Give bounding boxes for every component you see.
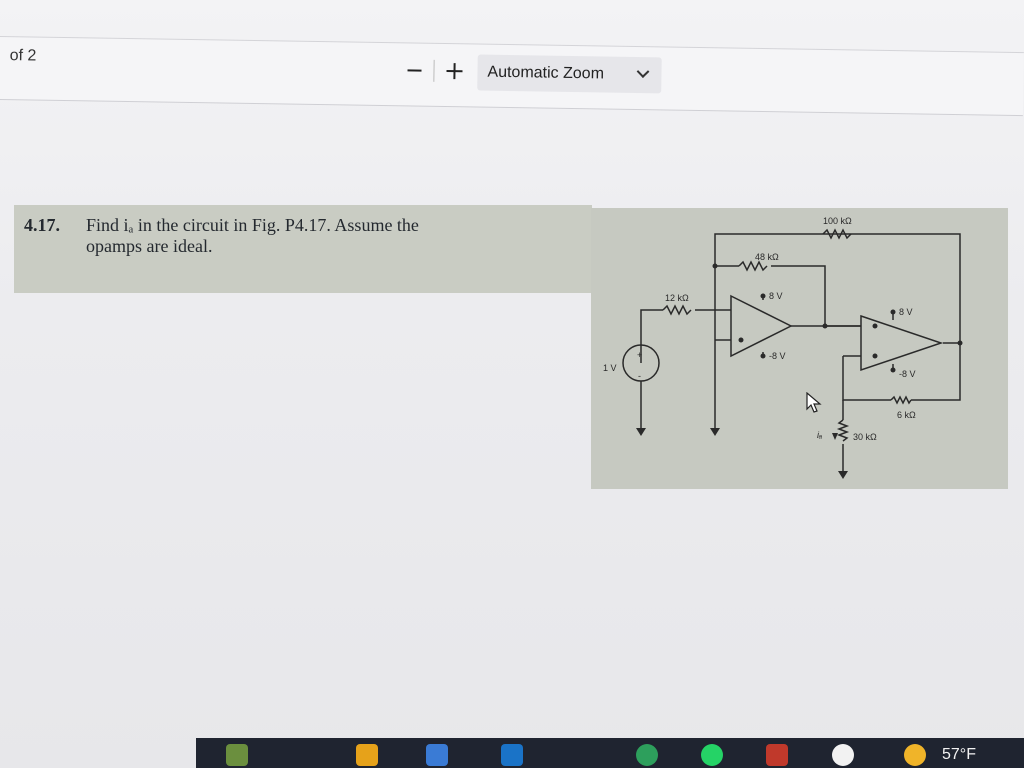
- wire-6k-loop: [911, 343, 961, 401]
- file-explorer-icon[interactable]: [356, 744, 378, 766]
- label-6k: 6 kΩ: [897, 410, 916, 420]
- problem-line-1: Find iₐ in the circuit in Fig. P4.17. As…: [86, 215, 419, 235]
- ground-arrow-1: [636, 428, 646, 436]
- label-supply-neg-1: -8 V: [769, 351, 786, 361]
- pdf-toolbar: of 2 Automatic Zoom: [0, 36, 1024, 117]
- taskbar: 57°F: [196, 738, 1024, 768]
- mail-icon[interactable]: [501, 744, 523, 766]
- weather-icon[interactable]: [904, 744, 926, 766]
- resistor-6k: [890, 395, 912, 405]
- chevron-down-icon: [636, 65, 650, 78]
- opamp-1: [730, 294, 793, 358]
- wire-source-up: [640, 309, 663, 363]
- label-30k: 30 kΩ: [853, 432, 877, 442]
- ground-arrow-2: [710, 428, 720, 436]
- ground-arrow-3: [838, 471, 848, 479]
- problem-line-2: opamps are ideal.: [86, 236, 213, 256]
- resistor-100k: [822, 228, 852, 240]
- current-arrow: [832, 433, 838, 440]
- node-dot: [872, 323, 878, 329]
- label-supply-neg-2: -8 V: [899, 369, 916, 379]
- resistor-48k: [738, 260, 768, 272]
- circuit-figure: 100 kΩ 48 kΩ 12 kΩ 8 V -8 V 8 V -8 V 1 V…: [591, 208, 1008, 489]
- office-icon[interactable]: [766, 744, 788, 766]
- resistor-30k: [836, 419, 850, 442]
- wire-inner-right: [771, 265, 826, 326]
- weather-temperature[interactable]: 57°F: [942, 746, 976, 763]
- zoom-out-button[interactable]: [403, 57, 427, 83]
- resistor-12k: [662, 304, 692, 316]
- problem-number: 4.17.: [24, 215, 60, 235]
- node-dot: [957, 340, 963, 346]
- whatsapp-icon[interactable]: [701, 744, 723, 766]
- circuit-diagram: 100 kΩ 48 kΩ 12 kΩ 8 V -8 V 8 V -8 V 1 V…: [603, 216, 963, 479]
- toolbar-separator: [433, 59, 435, 82]
- label-12k: 12 kΩ: [665, 293, 689, 303]
- label-supply-pos-1: 8 V: [769, 291, 783, 301]
- store-icon[interactable]: [426, 744, 448, 766]
- label-supply-pos-2: 8 V: [899, 307, 913, 317]
- label-source: 1 V: [603, 363, 617, 373]
- node-dot: [760, 353, 766, 359]
- node-dot: [890, 309, 896, 315]
- label-source-minus: -: [638, 371, 641, 381]
- node-dot: [760, 293, 766, 299]
- chrome-icon[interactable]: [832, 744, 854, 766]
- opamp-2: [860, 314, 944, 372]
- page-count: of 2: [9, 47, 37, 65]
- label-source-plus: +: [637, 350, 642, 360]
- node-dot: [712, 263, 718, 269]
- node-dot: [890, 367, 896, 373]
- zoom-select[interactable]: Automatic Zoom: [477, 54, 662, 94]
- label-current: iₐ: [817, 430, 822, 440]
- node-dot: [822, 323, 828, 329]
- problem-text: Find iₐ in the circuit in Fig. P4.17. As…: [86, 215, 546, 257]
- label-48k: 48 kΩ: [755, 252, 779, 262]
- zoom-select-value: Automatic Zoom: [487, 63, 605, 83]
- problem-statement: 4.17. Find iₐ in the circuit in Fig. P4.…: [14, 205, 592, 293]
- node-dot: [738, 337, 744, 343]
- label-100k: 100 kΩ: [823, 216, 852, 226]
- edge-icon[interactable]: [636, 744, 658, 766]
- app-icon[interactable]: [226, 744, 248, 766]
- zoom-in-button[interactable]: [443, 58, 467, 84]
- node-dot: [872, 353, 878, 359]
- mouse-cursor-icon: [806, 392, 822, 413]
